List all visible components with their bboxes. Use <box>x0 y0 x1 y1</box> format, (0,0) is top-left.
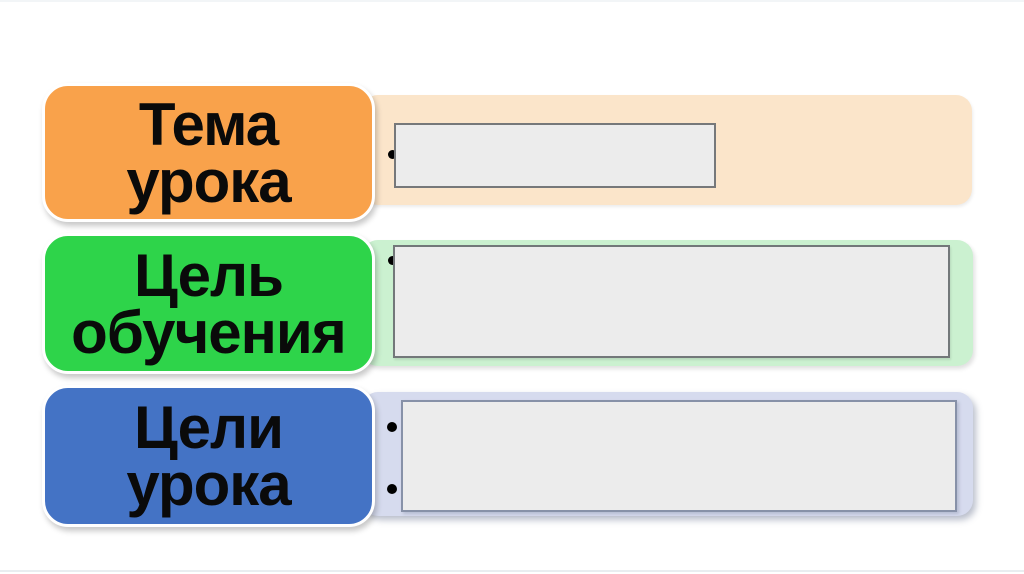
label-line-2: урока <box>126 451 291 518</box>
label-line-1: Цели <box>134 394 284 461</box>
content-box-tsel[interactable] <box>393 245 950 358</box>
slide-top-edge <box>0 0 1024 2</box>
bullet-icon <box>387 484 397 494</box>
label-tsel-obucheniya[interactable]: Цель обучения <box>42 233 375 374</box>
label-line-1: Цель <box>134 241 284 309</box>
bullet-icon <box>388 150 397 159</box>
content-box-tseli[interactable] <box>401 400 957 512</box>
label-tseli-uroka[interactable]: Цели урока <box>42 385 375 527</box>
content-box-tema[interactable] <box>394 123 716 188</box>
slide-bottom-edge <box>0 570 1024 572</box>
bullet-icon <box>387 422 397 432</box>
label-line-1: Тема <box>138 90 279 158</box>
label-tema-uroka[interactable]: Тема урока <box>42 83 375 222</box>
bullet-icon <box>388 256 397 265</box>
label-line-2: обучения <box>71 298 347 366</box>
label-line-2: урока <box>126 147 291 215</box>
